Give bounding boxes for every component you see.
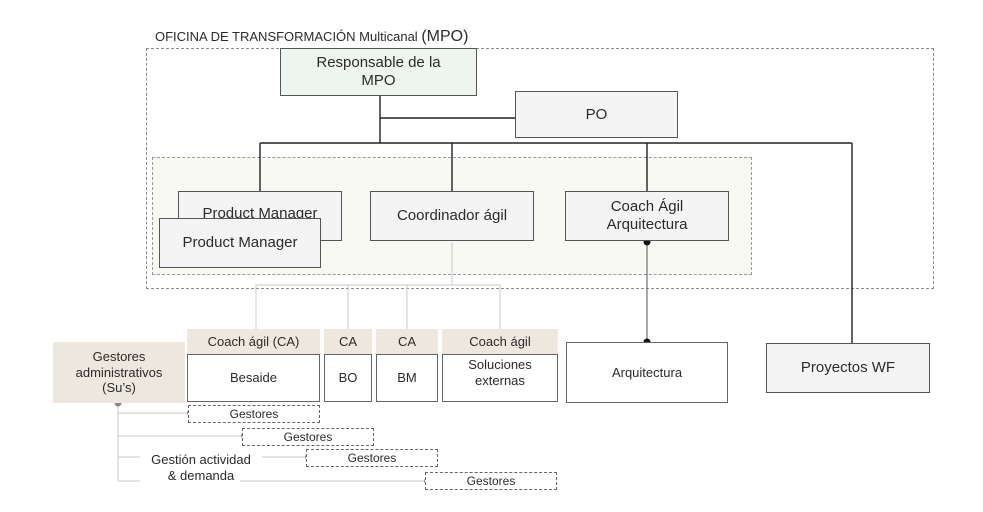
gestores-box-1: Gestores [188,405,320,423]
po-node: PO [515,91,678,138]
connector-coord-besaide [255,242,453,329]
title-main: OFICINA DE TRANSFORMACIÓN Multicanal [155,29,418,44]
coach-agil-arquitectura-node: Coach Ágil Arquitectura [565,191,729,241]
responsable-mpo-node: Responsable de la MPO [280,48,477,96]
arquitectura-node: Arquitectura [566,342,728,403]
connector-coord-soluciones [452,284,501,329]
title-acronym: (MPO) [421,28,469,45]
gestores-box-3: Gestores [306,449,438,467]
team-header-bm: CA [376,329,438,354]
team-body-besaide: Besaide [187,354,320,402]
product-manager-node-front: Product Manager [159,218,321,268]
diagram-title: OFICINA DE TRANSFORMACIÓN Multicanal (MP… [155,28,468,46]
gestion-actividad-label: Gestión actividad & demanda [151,452,251,484]
coordinador-agil-node: Coordinador ágil [370,191,534,241]
team-header-soluciones: Coach ágil [442,329,558,354]
mpo-region [146,48,934,289]
gestores-administrativos-node: Gestores administrativos (Su’s) [53,342,185,403]
proyectos-wf-node: Proyectos WF [766,343,930,393]
team-body-bo: BO [324,354,372,402]
gestores-box-4: Gestores [425,472,557,490]
team-header-bo: CA [324,329,372,354]
team-body-soluciones: Soluciones externas [442,354,558,402]
gestores-box-2: Gestores [242,428,374,446]
team-body-bm: BM [376,354,438,402]
team-header-besaide: Coach ágil (CA) [187,329,320,354]
